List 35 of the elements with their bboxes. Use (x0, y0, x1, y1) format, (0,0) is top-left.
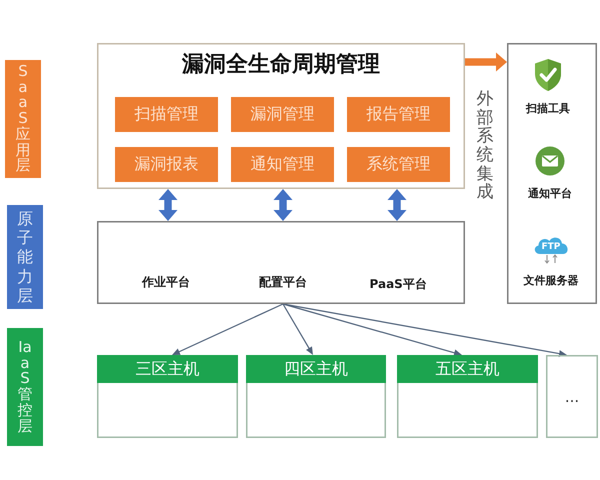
module-box: 漏洞管理 (231, 97, 334, 132)
node-label: 作业平台 (142, 275, 190, 290)
module-box: 漏洞报表 (115, 147, 218, 182)
host-box (97, 355, 238, 438)
panel (97, 221, 465, 304)
layer-band: 原子能力层 (7, 205, 43, 309)
double-arrow (274, 189, 292, 221)
box-header: 四区主机 (246, 355, 386, 383)
layer-band: SaaS应用层 (5, 60, 41, 178)
box-header: 三区主机 (97, 355, 238, 383)
node-label: PaaS平台 (370, 277, 427, 292)
node-label: 文件服务器 (524, 274, 578, 288)
double-arrow (158, 189, 178, 221)
panel (507, 43, 597, 304)
double-arrow (388, 189, 406, 221)
host-box (397, 355, 538, 438)
host-box (246, 355, 386, 438)
module-box: 报告管理 (347, 97, 450, 132)
arrow (282, 303, 567, 358)
node-label: 通知平台 (528, 187, 572, 200)
arrow (172, 303, 284, 355)
module-box: 通知管理 (231, 147, 334, 182)
arrow (282, 304, 313, 355)
box-header: 五区主机 (397, 355, 538, 383)
module-box: 系统管理 (347, 147, 450, 182)
block-arrow (465, 52, 507, 72)
panel (97, 43, 465, 189)
node-label: 扫描工具 (526, 102, 570, 116)
ellipsis-box: ... (546, 355, 598, 438)
node-label: 配置平台 (259, 275, 307, 290)
layer-band: IaaS管控层 (7, 328, 43, 446)
icon-label: FTP (542, 243, 560, 252)
arrow (282, 303, 462, 356)
panel-title: 漏洞全生命周期管理 (182, 52, 380, 78)
module-box: 扫描管理 (115, 97, 218, 132)
